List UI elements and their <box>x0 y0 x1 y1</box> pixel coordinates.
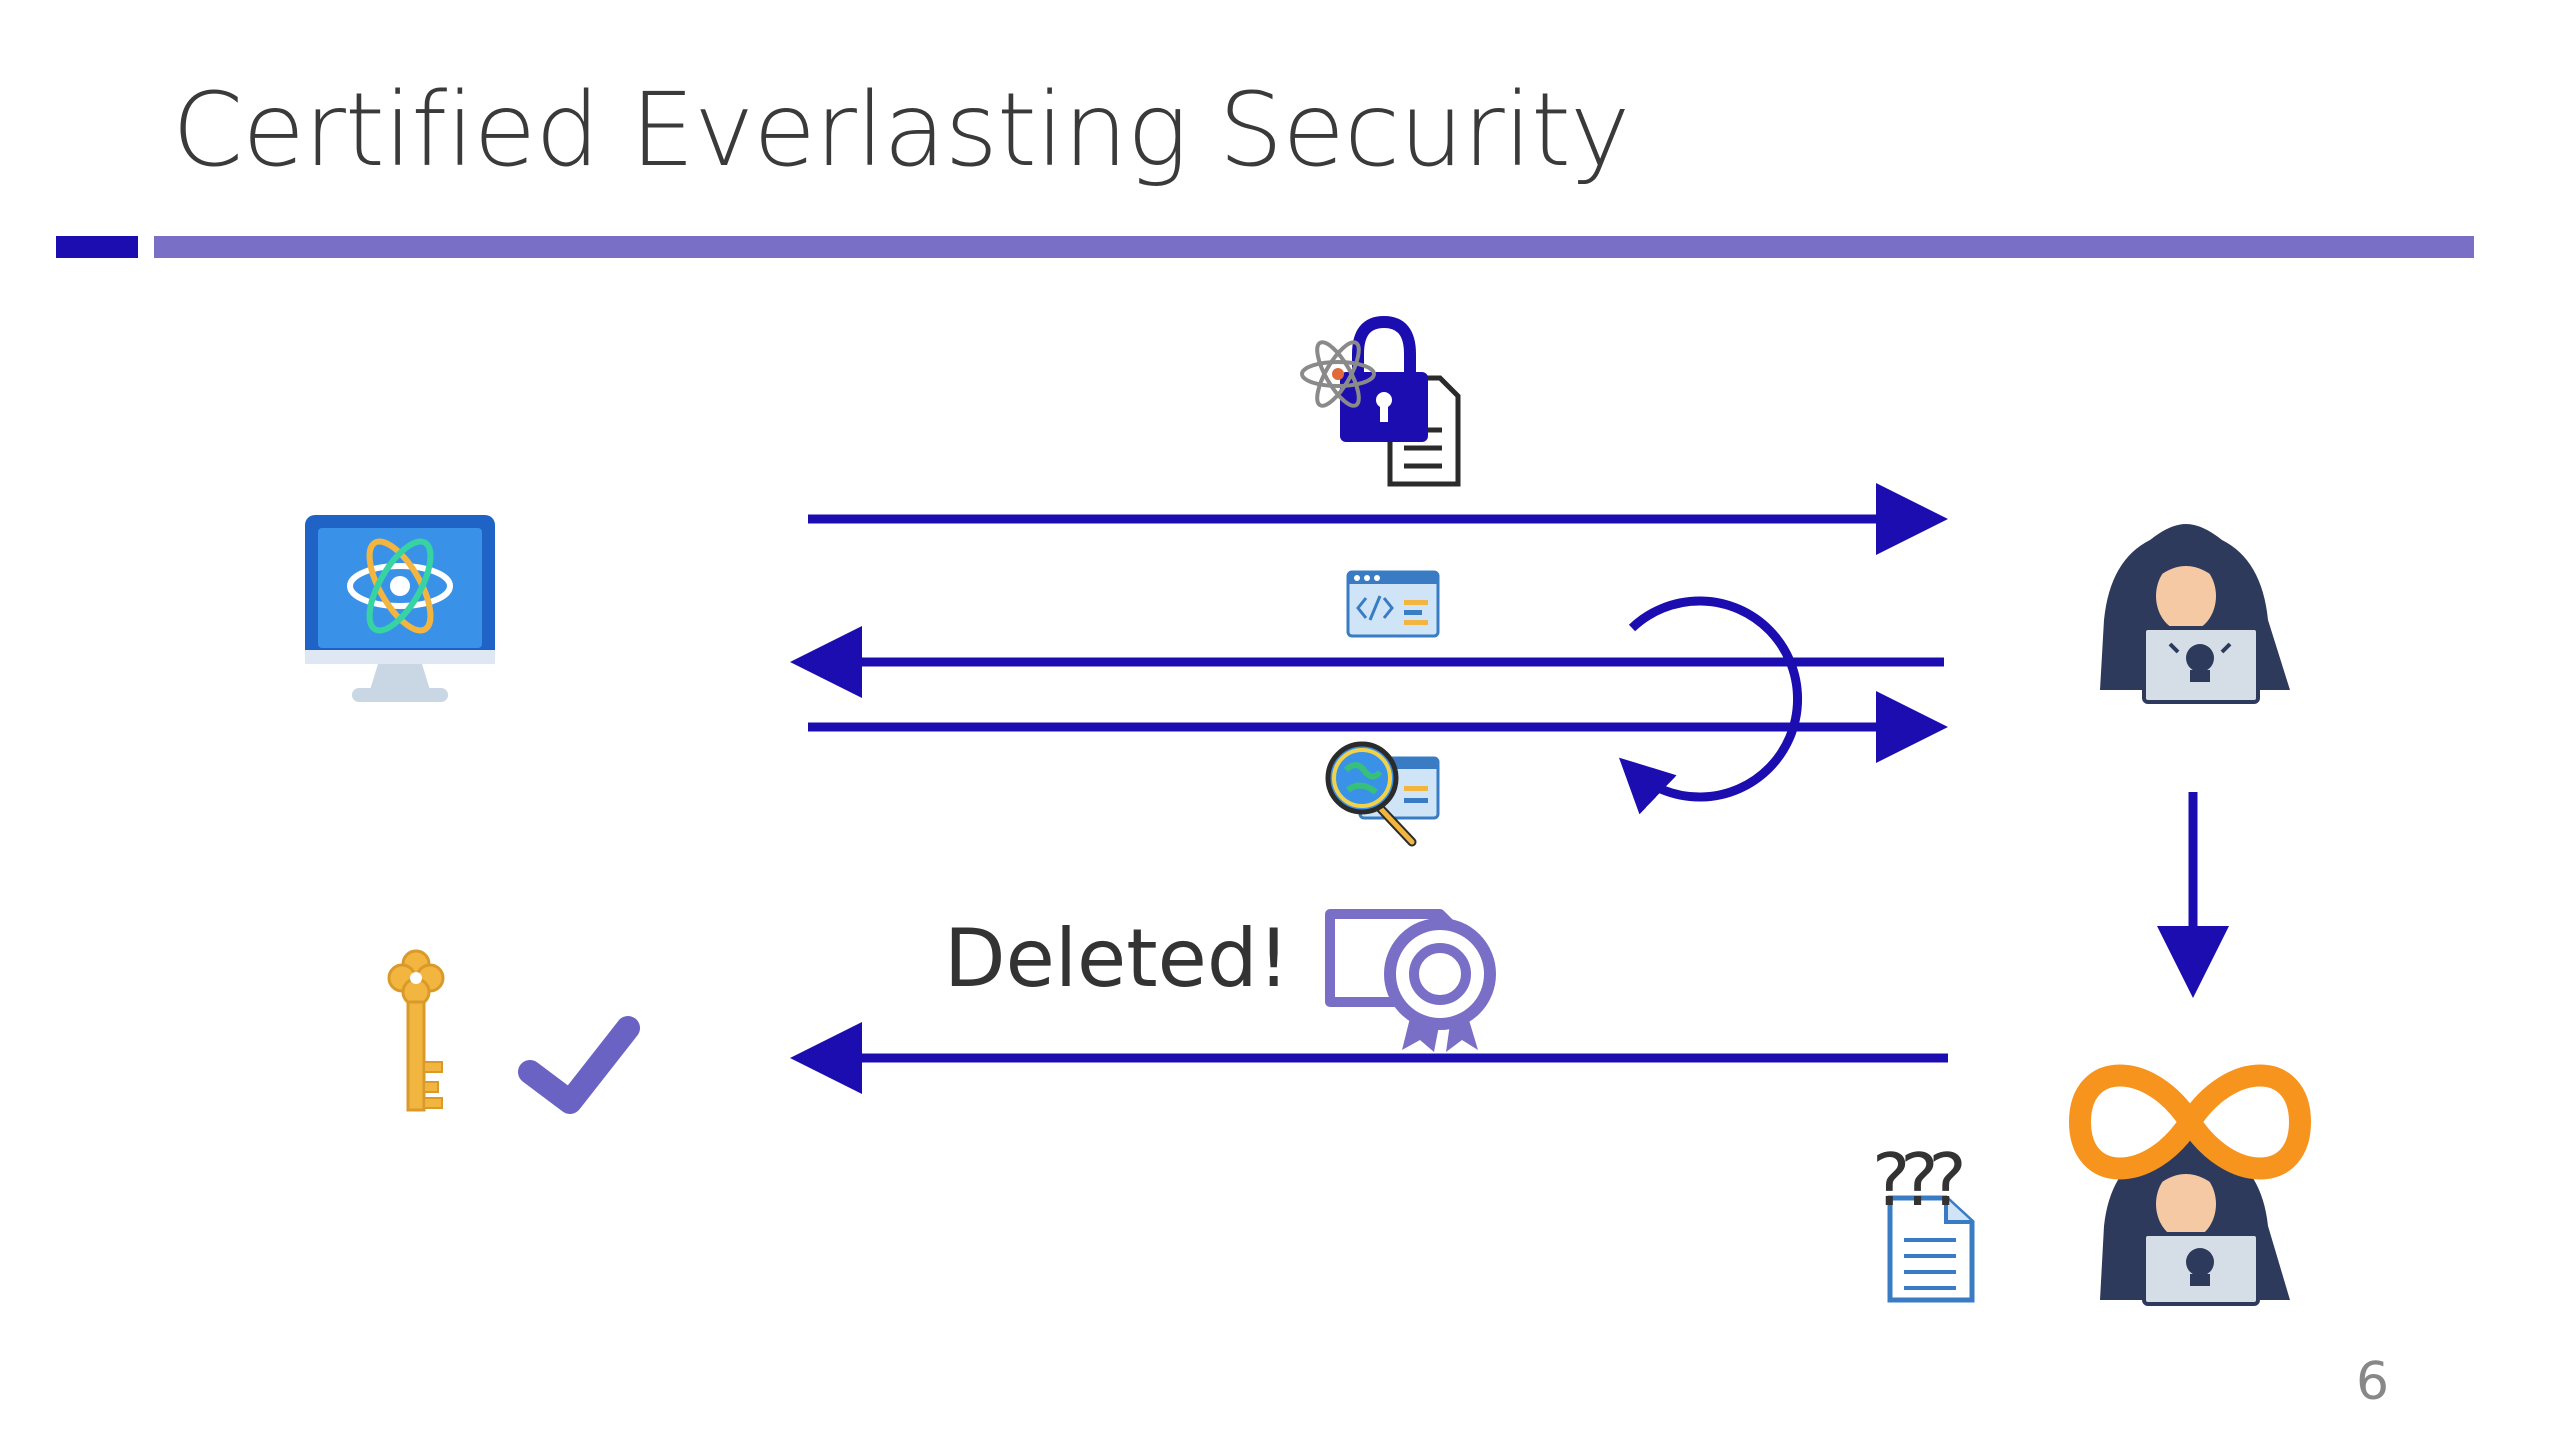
golden-key-icon <box>387 949 445 1112</box>
document-icon <box>1887 1195 1975 1303</box>
infinity-icon <box>2068 1064 2312 1180</box>
title-rule <box>154 236 2474 258</box>
page-number: 6 <box>2356 1352 2390 1412</box>
title-rule-accent <box>56 236 138 258</box>
deleted-label: Deleted! <box>944 912 1290 1005</box>
repeat-loop-arrow <box>1618 596 1803 815</box>
certificate-icon <box>1325 909 1496 1052</box>
question-marks-label: ??? <box>1872 1138 1967 1222</box>
slide-title: Certified Everlasting Security <box>172 71 1630 190</box>
code-window-icon <box>1346 570 1440 638</box>
hacker-icon <box>2100 524 2290 704</box>
quantum-computer-icon <box>305 515 495 702</box>
key-magnifier-code-icon <box>1325 741 1440 847</box>
checkmark-icon <box>518 1016 640 1114</box>
quantum-lock-document-icon <box>1300 315 1461 487</box>
